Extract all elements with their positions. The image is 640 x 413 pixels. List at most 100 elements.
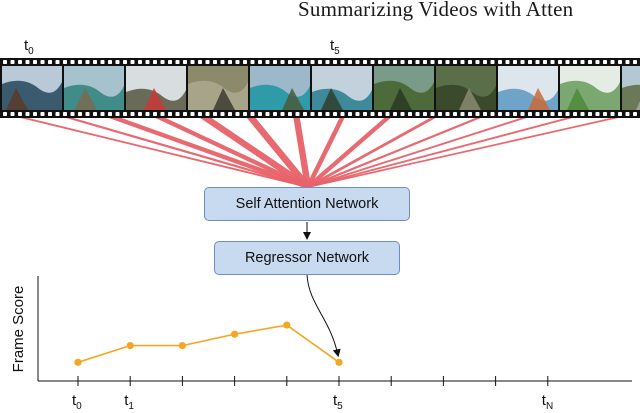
sprocket-hole [438, 60, 442, 64]
sprocket-hole [153, 112, 157, 116]
page-title: Summarizing Videos with Atten [298, 0, 574, 21]
sprocket-hole [588, 112, 592, 116]
video-frame [374, 66, 434, 110]
sprocket-hole [453, 60, 457, 64]
sprocket-hole [355, 112, 360, 116]
sprocket-hole [633, 112, 637, 116]
sprocket-hole [70, 112, 75, 116]
sprocket-hole [258, 112, 262, 116]
sprocket-hole [228, 60, 232, 64]
sprocket-hole [213, 60, 217, 64]
x-tick-label: t0 [72, 392, 82, 412]
score-point [335, 358, 343, 366]
video-frame [560, 66, 620, 110]
sprocket-hole [295, 60, 300, 64]
sprocket-hole [280, 112, 285, 116]
video-frame [188, 66, 248, 110]
regressor-network-box: Regressor Network [214, 241, 400, 275]
frame-ground [622, 84, 640, 110]
sprocket-hole [430, 112, 435, 116]
sprocket-hole [423, 60, 427, 64]
sprocket-hole [498, 60, 502, 64]
video-frame [498, 66, 558, 110]
frame-ground [188, 80, 248, 110]
sprocket-hole [280, 60, 285, 64]
sprocket-hole [595, 112, 600, 116]
video-frame [250, 66, 310, 110]
attention-line [305, 111, 395, 190]
sprocket-hole [198, 112, 202, 116]
attention-line [196, 110, 312, 191]
sprocket-hole [400, 60, 405, 64]
sprocket-hole [33, 60, 37, 64]
sprocket-hole [288, 60, 292, 64]
attention-line [244, 110, 312, 191]
sprocket-hole [55, 60, 60, 64]
sprocket-hole [190, 112, 195, 116]
sprocket-hole [40, 112, 45, 116]
sprocket-hole [235, 60, 240, 64]
x-tick-label: t5 [333, 392, 343, 412]
sprocket-hole [460, 60, 465, 64]
frame-time-label: t0 [24, 37, 34, 57]
sprocket-hole [603, 60, 607, 64]
sprocket-hole [93, 112, 97, 116]
frame-accent [321, 88, 343, 110]
sprocket-hole [198, 60, 202, 64]
score-point [283, 321, 291, 329]
attention-line [149, 111, 311, 190]
video-frame [126, 66, 186, 110]
sprocket-hole [595, 60, 600, 64]
sprocket-hole [543, 60, 547, 64]
sprocket-hole [303, 60, 307, 64]
sprocket-hole [333, 112, 337, 116]
sprocket-hole [130, 60, 135, 64]
attention-line [7, 113, 309, 188]
sprocket-hole [415, 112, 420, 116]
sprocket-hole [40, 60, 45, 64]
sprocket-hole [348, 60, 352, 64]
sprocket-hole [580, 60, 585, 64]
sprocket-hole [385, 60, 390, 64]
arrow-regressor-to-score [306, 274, 341, 358]
sprocket-hole [63, 112, 67, 116]
sprocket-hole [175, 60, 180, 64]
sprocket-hole [550, 112, 555, 116]
sprocket-hole [100, 112, 105, 116]
sprocket-hole [483, 60, 487, 64]
sprocket-hole [565, 112, 570, 116]
attention-line [101, 111, 311, 190]
sprocket-hole [318, 112, 322, 116]
film-labels: t0 t5 [24, 37, 340, 57]
video-frame [622, 66, 640, 110]
sprocket-hole [18, 112, 22, 116]
sprocket-hole [408, 60, 412, 64]
frame-time-label: t5 [330, 37, 340, 57]
sprocket-hole [325, 112, 330, 116]
attention-line [306, 112, 490, 189]
sprocket-hole [490, 60, 495, 64]
sprocket-hole [18, 60, 22, 64]
sprocket-hole [93, 60, 97, 64]
sprocket-hole [475, 112, 480, 116]
sprocket-hole [10, 60, 15, 64]
sprocket-hole [438, 112, 442, 116]
sprocket-hole [423, 112, 427, 116]
sprocket-hole [273, 112, 277, 116]
sprocket-hole [625, 112, 630, 116]
sprocket-hole [603, 112, 607, 116]
sprocket-hole [573, 60, 577, 64]
sprocket-hole [183, 112, 187, 116]
sprocket-hole [573, 112, 577, 116]
sprocket-hole [183, 60, 187, 64]
frame-accent [282, 88, 304, 110]
sprocket-hole [100, 60, 105, 64]
sprocket-hole [130, 112, 135, 116]
sprocket-hole [78, 112, 82, 116]
sprocket-hole [48, 60, 52, 64]
sprocket-hole [265, 60, 270, 64]
sprocket-hole [3, 60, 7, 64]
sprocket-hole [535, 60, 540, 64]
attention-line [292, 110, 312, 191]
